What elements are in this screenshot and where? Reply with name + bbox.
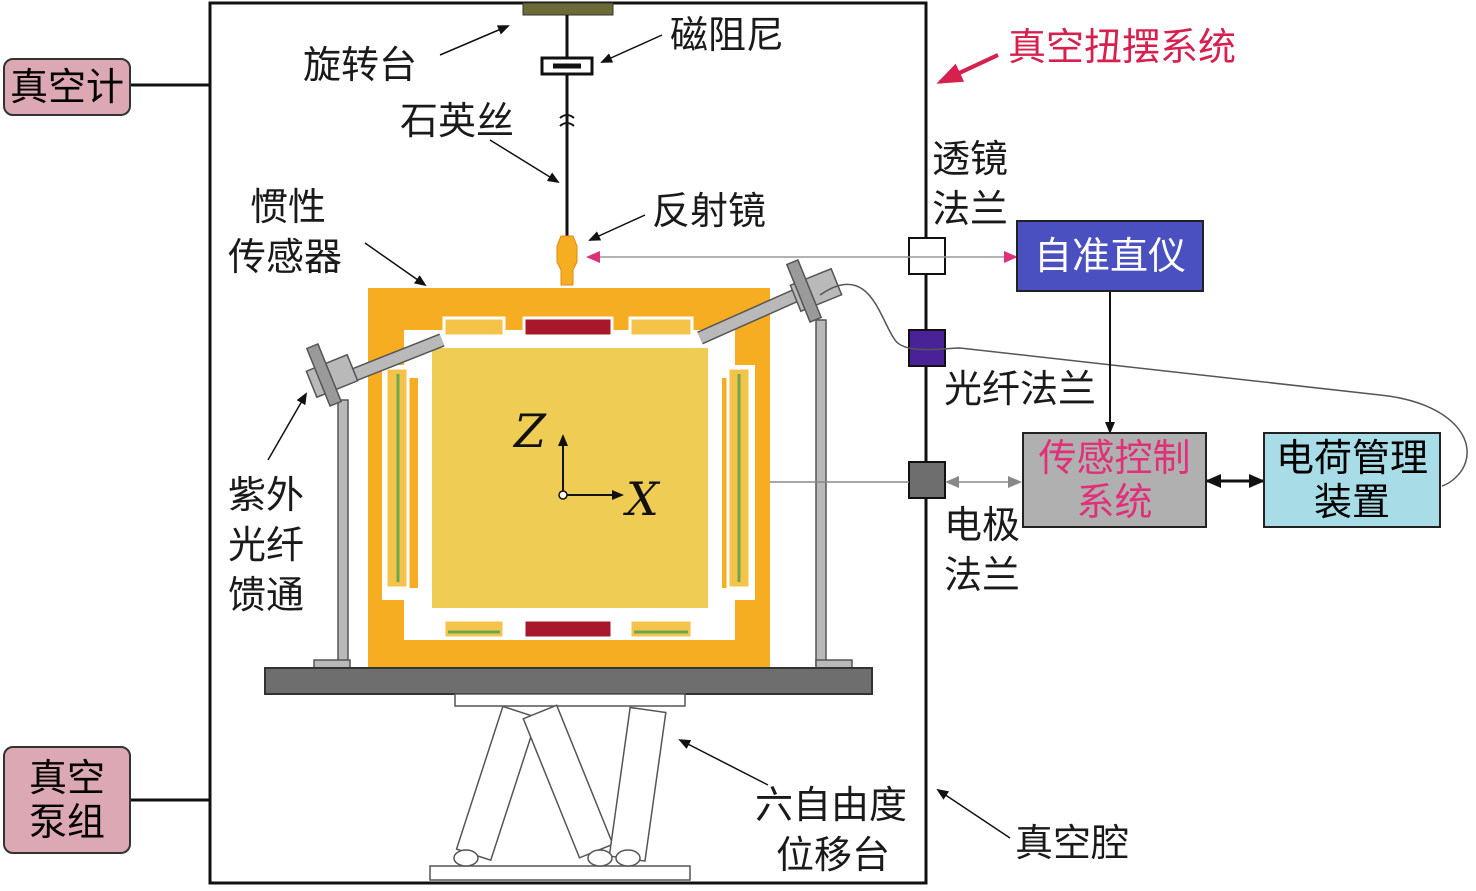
hexapod-label-1: 六自由度 xyxy=(755,783,908,827)
axis-origin xyxy=(558,490,568,500)
sensor-control-label-1: 传感控制 xyxy=(1038,436,1191,480)
charge-mgmt-label-1: 电荷管理 xyxy=(1275,436,1428,480)
magnetic-damper-label: 磁阻尼 xyxy=(670,13,785,57)
lens-flange-label-1: 透镜 xyxy=(932,137,1009,181)
vacuum-gauge-label: 真空计 xyxy=(9,65,124,109)
inertial-sensor-pointer xyxy=(364,242,427,287)
quartz-fiber-pointer xyxy=(489,139,560,184)
inertial-sensor-label-1: 惯性 xyxy=(250,185,327,229)
inertial-sensor-label-2: 传感器 xyxy=(228,235,343,279)
uv-fiber-pointer xyxy=(267,392,307,461)
uv-fiber-label-3: 馈通 xyxy=(228,573,305,617)
z-axis-label: Z xyxy=(514,404,546,458)
system-title: 真空扭摆系统 xyxy=(1008,25,1237,69)
charge-mgmt-box: 电荷管理 装置 xyxy=(1263,432,1441,528)
uv-fiber-path xyxy=(819,283,1468,487)
damper-pointer xyxy=(600,34,663,63)
fiber-flange-label: 光纤法兰 xyxy=(944,367,1097,411)
test-mass xyxy=(432,348,708,608)
electrode-flange xyxy=(908,461,946,499)
vacuum-pump-label-1: 真空 xyxy=(28,756,105,800)
quartz-fiber-label: 石英丝 xyxy=(400,99,515,143)
lens-flange xyxy=(908,237,946,275)
fiber-flange xyxy=(908,329,946,367)
lens-flange-label-2: 法兰 xyxy=(932,187,1009,231)
hexapod-bottom-plate xyxy=(429,865,691,881)
title-pointer xyxy=(936,53,999,84)
rotary-stage-pointer xyxy=(439,25,510,56)
uv-feedthrough-right xyxy=(697,259,853,669)
hexapod-legs xyxy=(453,704,667,867)
top-electrode-right xyxy=(628,316,694,338)
vacuum-chamber-label: 真空腔 xyxy=(1015,821,1130,865)
uv-feedthrough-left xyxy=(305,333,445,669)
vacuum-gauge-box: 真空计 xyxy=(3,58,131,116)
base-plate xyxy=(264,667,873,695)
x-axis-label: X xyxy=(626,472,659,526)
bottom-electrode-center xyxy=(522,618,614,640)
uv-fiber-label-1: 紫外 xyxy=(228,473,305,517)
mirror xyxy=(556,235,578,286)
fiber-break-mark xyxy=(559,114,575,127)
mirror-pointer xyxy=(588,214,646,241)
rotary-stage xyxy=(522,2,614,16)
sensor-control-label-2: 系统 xyxy=(1076,480,1153,524)
hexapod-top-plate xyxy=(454,693,686,707)
hexapod-label-2: 位移台 xyxy=(776,833,891,877)
electrode-flange-label-2: 法兰 xyxy=(944,553,1021,597)
vacuum-pump-box: 真空 泵组 xyxy=(3,746,131,854)
uv-fiber-label-2: 光纤 xyxy=(228,523,305,567)
bottom-electrode-right xyxy=(628,618,694,640)
chamber-pointer xyxy=(936,788,1011,839)
hexapod-pointer xyxy=(678,739,769,786)
sensor-control-box: 传感控制 系统 xyxy=(1022,432,1207,528)
vacuum-pump-label-2: 泵组 xyxy=(28,800,105,844)
autocollimator-label: 自准直仪 xyxy=(1033,234,1186,278)
bottom-electrode-left xyxy=(442,618,506,640)
mirror-label: 反射镜 xyxy=(652,189,767,233)
top-electrode-center xyxy=(522,316,614,338)
rotary-stage-label: 旋转台 xyxy=(303,43,418,87)
electrode-flange-label-1: 电极 xyxy=(944,503,1021,547)
charge-mgmt-label-2: 装置 xyxy=(1313,480,1390,524)
autocollimator-box: 自准直仪 xyxy=(1016,220,1204,292)
top-electrode-left xyxy=(442,316,506,338)
